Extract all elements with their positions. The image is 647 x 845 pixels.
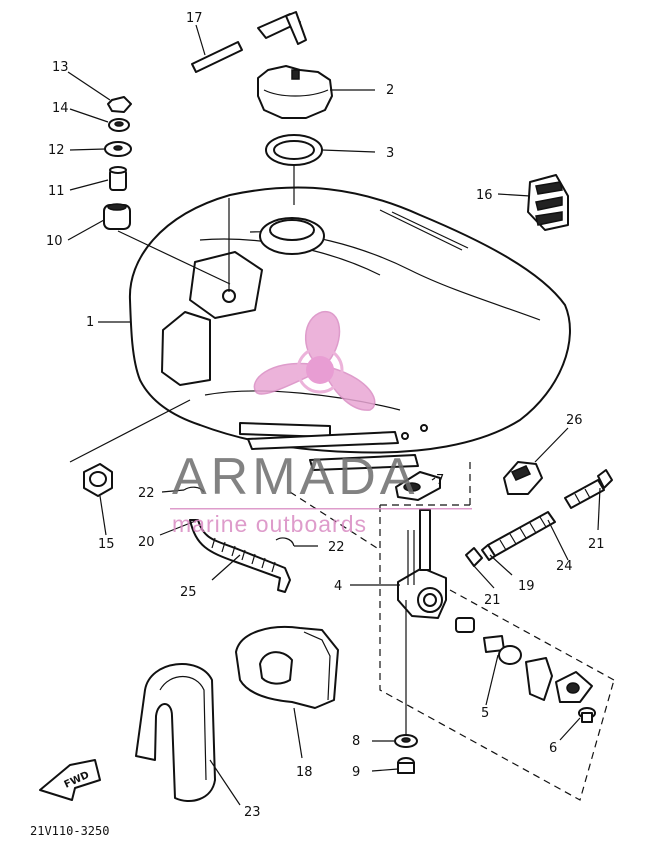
gasket-8	[394, 734, 418, 748]
callout-16: 16	[476, 188, 493, 203]
tank-holder-16	[527, 174, 569, 231]
clip-22-upper	[183, 486, 205, 493]
cap-gasket	[265, 134, 323, 166]
clip-21-right	[597, 469, 613, 489]
callout-5: 5	[481, 706, 489, 721]
callout-1: 1	[86, 315, 94, 330]
propeller-logo	[253, 311, 376, 411]
callout-10: 10	[46, 234, 63, 249]
collar-11	[109, 166, 127, 191]
forward-arrow: FWD	[39, 759, 101, 801]
fuel-hose-24	[487, 511, 556, 557]
fuel-cock	[397, 509, 447, 619]
plug-5-parts	[455, 617, 593, 703]
callout-22-upper: 22	[138, 486, 155, 501]
fuel-tank	[128, 186, 571, 471]
callout-4: 4	[334, 579, 342, 594]
hose-upper	[564, 479, 605, 509]
cover-23	[135, 663, 216, 802]
bolt-9	[397, 757, 415, 774]
overflow-hose-25	[189, 519, 291, 593]
callout-22-lower: 22	[328, 540, 345, 555]
washer-12	[104, 141, 132, 157]
watermark: ARMADA marine outboards	[170, 311, 472, 537]
cock-gasket-7	[395, 471, 441, 501]
watermark-tagline: marine outboards	[172, 511, 367, 537]
callout-6: 6	[549, 741, 557, 756]
clip-21-left	[465, 547, 483, 567]
diagram-code: 21V110-3250	[30, 824, 109, 838]
callout-3: 3	[386, 146, 394, 161]
callout-25: 25	[180, 585, 197, 600]
callout-12: 12	[48, 143, 65, 158]
callout-26: 26	[566, 413, 583, 428]
damper-10	[103, 203, 131, 230]
watermark-brand: ARMADA	[172, 448, 418, 506]
callout-24: 24	[556, 559, 573, 574]
seal-18	[235, 626, 339, 709]
callout-18: 18	[296, 765, 313, 780]
callout-19: 19	[518, 579, 535, 594]
damper-15	[83, 463, 113, 497]
callout-9: 9	[352, 765, 360, 780]
callout-7: 7	[436, 473, 444, 488]
callout-21-left: 21	[484, 593, 501, 608]
callout-11: 11	[48, 184, 65, 199]
callout-14: 14	[52, 101, 69, 116]
callouts: 2 3 1 4 5 6 7 8 9 10 11 12 13 14 15 16 1…	[46, 11, 605, 820]
fuel-cap	[257, 65, 333, 119]
callout-15: 15	[98, 537, 115, 552]
nut-13	[107, 96, 132, 113]
fitting-26	[503, 461, 543, 495]
clip-22-lower	[275, 537, 295, 547]
screw-6	[578, 707, 596, 723]
callout-8: 8	[352, 734, 360, 749]
callout-2: 2	[386, 83, 394, 98]
leader-lines	[67, 24, 601, 806]
callout-20: 20	[138, 535, 155, 550]
callout-17: 17	[186, 11, 203, 26]
callout-23: 23	[244, 805, 261, 820]
breather-hose	[191, 11, 307, 73]
washer-14	[108, 118, 130, 132]
callout-21-right: 21	[588, 537, 605, 552]
callout-13: 13	[52, 60, 69, 75]
